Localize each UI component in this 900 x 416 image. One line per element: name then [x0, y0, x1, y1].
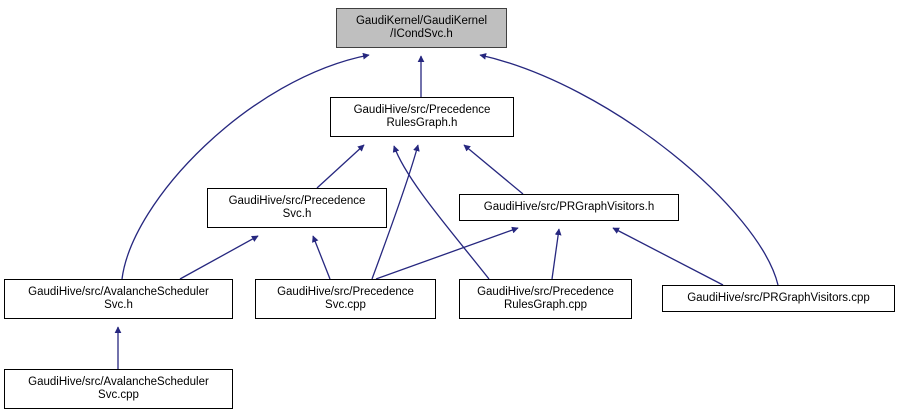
edge-precedencesvc_cpp-to-prgraphvisitors_h — [375, 226, 519, 280]
node-precedencerulesgraph_cpp[interactable]: GaudiHive/src/Precedence RulesGraph.cpp — [459, 279, 632, 319]
edge-precedencesvc_h-to-precedencerulesgraph_h — [316, 144, 365, 189]
node-label: GaudiHive/src/Precedence Svc.cpp — [277, 285, 414, 312]
edge-avalancheschedulersvc_h-to-icondsvc_h — [121, 52, 370, 280]
edge-precedencesvc_cpp-to-precedencesvc_h — [312, 235, 331, 280]
edge-precedencerulesgraph_cpp-to-precedencerulesgraph_h — [392, 145, 490, 280]
edge-avalancheschedulersvc_h-to-precedencesvc_h — [179, 235, 259, 280]
node-icondsvc_h: GaudiKernel/GaudiKernel /ICondSvc.h — [336, 8, 507, 48]
node-label: GaudiHive/src/PRGraphVisitors.h — [483, 200, 655, 213]
node-precedencesvc_h[interactable]: GaudiHive/src/Precedence Svc.h — [207, 188, 387, 228]
node-label: GaudiHive/src/AvalancheScheduler Svc.cpp — [28, 375, 209, 402]
node-avalancheschedulersvc_cpp[interactable]: GaudiHive/src/AvalancheScheduler Svc.cpp — [4, 369, 233, 409]
edge-prgraphvisitors_h-to-precedencerulesgraph_h — [463, 144, 524, 195]
node-precedencesvc_cpp[interactable]: GaudiHive/src/Precedence Svc.cpp — [255, 279, 436, 319]
edge-precedencesvc_cpp-to-precedencerulesgraph_h — [371, 144, 420, 280]
node-label: GaudiHive/src/AvalancheScheduler Svc.h — [28, 285, 209, 312]
node-label: GaudiHive/src/PRGraphVisitors.cpp — [687, 291, 870, 304]
node-label: GaudiHive/src/Precedence RulesGraph.cpp — [477, 285, 614, 312]
node-label: GaudiHive/src/Precedence Svc.h — [228, 194, 366, 221]
node-prgraphvisitors_h[interactable]: GaudiHive/src/PRGraphVisitors.h — [459, 194, 679, 221]
node-prgraphvisitors_cpp[interactable]: GaudiHive/src/PRGraphVisitors.cpp — [662, 285, 895, 312]
node-precedencerulesgraph_h[interactable]: GaudiHive/src/Precedence RulesGraph.h — [330, 97, 514, 137]
node-avalancheschedulersvc_h[interactable]: GaudiHive/src/AvalancheScheduler Svc.h — [4, 279, 233, 319]
node-label: GaudiHive/src/Precedence RulesGraph.h — [353, 103, 491, 130]
edge-prgraphvisitors_cpp-to-prgraphvisitors_h — [612, 227, 724, 286]
node-label: GaudiKernel/GaudiKernel /ICondSvc.h — [355, 14, 488, 41]
edge-prgraphvisitors_cpp-to-icondsvc_h — [479, 53, 779, 286]
edge-precedencerulesgraph_cpp-to-prgraphvisitors_h — [551, 228, 562, 280]
